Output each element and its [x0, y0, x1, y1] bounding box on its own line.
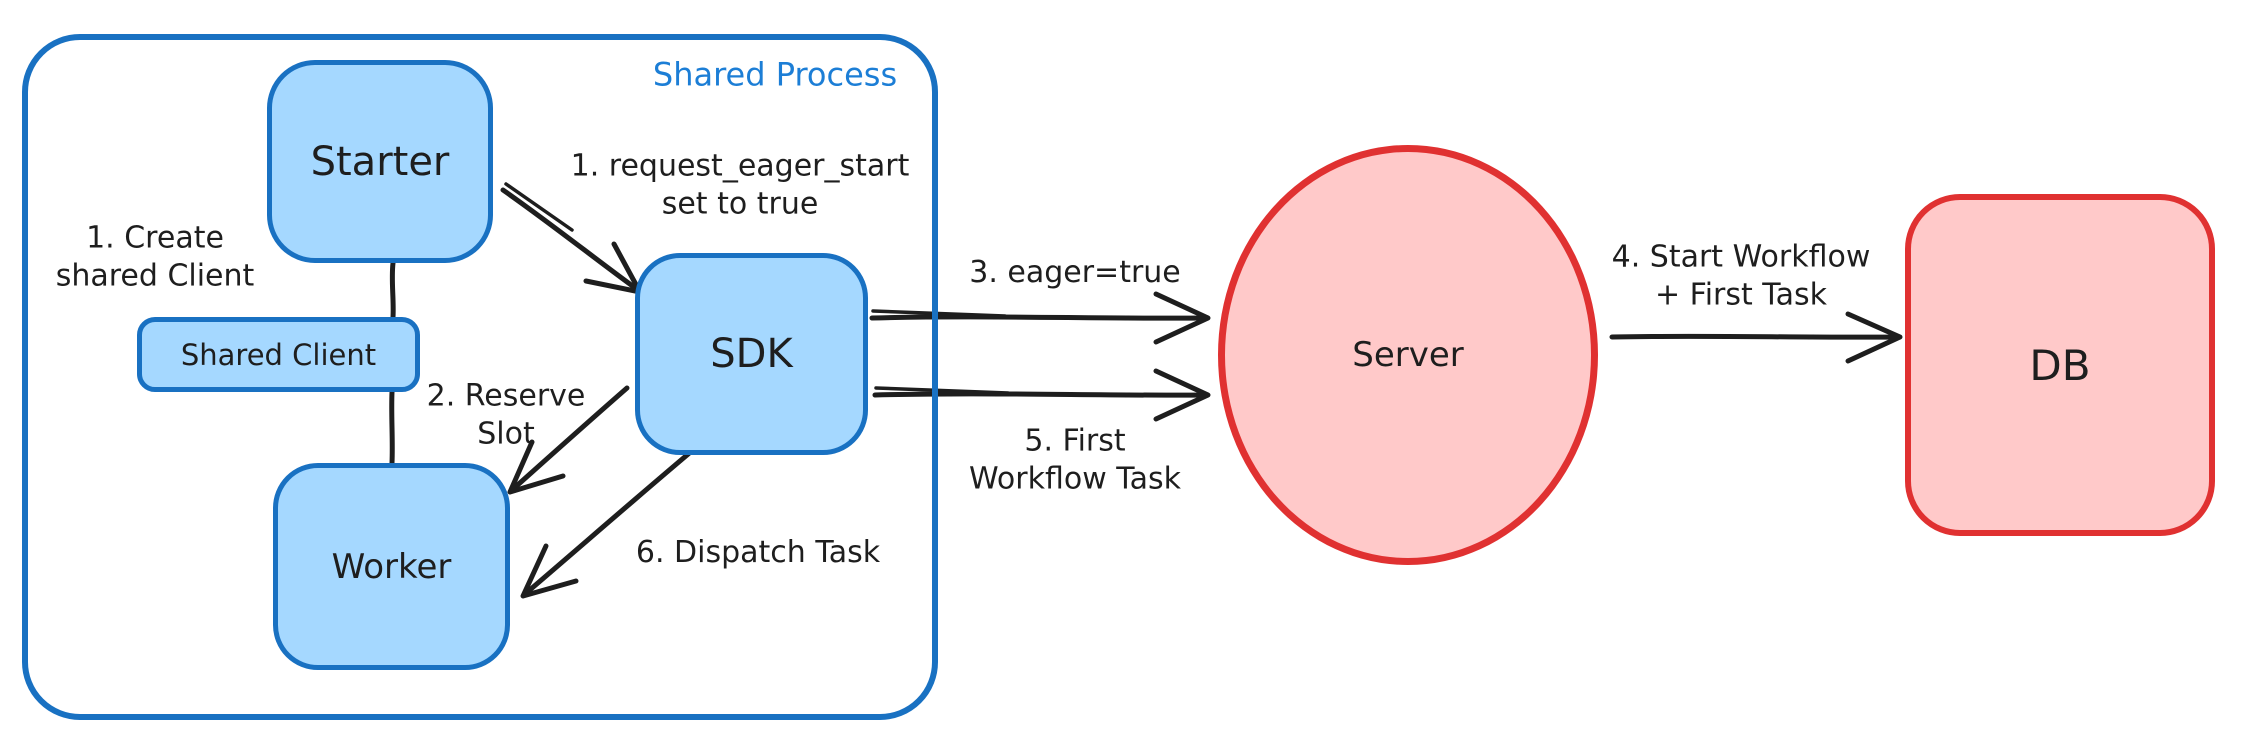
arrow-sdk-to-server-eager [869, 291, 1211, 345]
label-eager-true: 3. eager=true [969, 254, 1181, 290]
worker-node: Worker [273, 463, 510, 670]
label-reserve-slot: 2. Reserve Slot [426, 378, 586, 452]
sdk-node: SDK [635, 253, 868, 455]
label-start-workflow: 4. Start Workflow + First Task [1611, 239, 1871, 313]
label-request-eager-start: 1. request_eager_start set to true [570, 148, 910, 222]
shared-process-container [22, 34, 938, 720]
link-starter-to-shared-client [389, 260, 396, 320]
starter-node: Starter [267, 60, 493, 263]
label-dispatch-task: 6. Dispatch Task [635, 534, 881, 570]
worker-label: Worker [331, 546, 452, 587]
link-shared-client-to-worker [389, 389, 395, 466]
label-first-workflow-task: 5. First Workflow Task [968, 423, 1182, 497]
arrow-sdk-to-worker-reserve [507, 385, 630, 495]
db-node: DB [1905, 194, 2215, 536]
arrow-sdk-to-server-first-task [872, 368, 1211, 422]
db-label: DB [2029, 340, 2091, 390]
label-create-shared-client: 1. Create shared Client [55, 220, 255, 294]
arrow-sdk-to-worker-dispatch [520, 447, 696, 599]
server-label: Server [1352, 335, 1464, 375]
starter-label: Starter [310, 138, 450, 185]
shared-client-node: Shared Client [137, 317, 420, 392]
arrow-server-to-db [1609, 311, 1903, 364]
server-node: Server [1218, 145, 1598, 565]
shared-client-label: Shared Client [180, 337, 377, 372]
sdk-label: SDK [710, 331, 793, 377]
shared-process-title: Shared Process [652, 55, 898, 94]
